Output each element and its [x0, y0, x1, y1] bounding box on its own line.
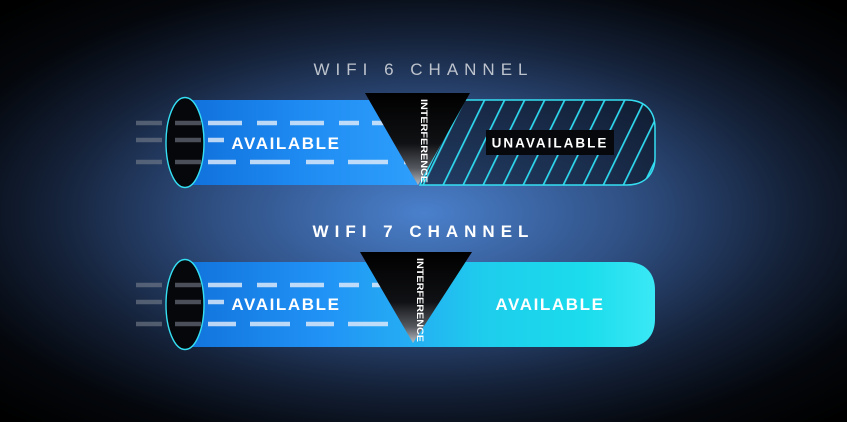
wifi7-available-right-label: AVAILABLE: [495, 295, 604, 314]
wifi6-interference-wedge-icon: [365, 93, 470, 185]
wifi7-interference-wedge-icon: [360, 252, 472, 343]
channel-opening-icon: [165, 96, 205, 189]
wifi6-available-label: AVAILABLE: [231, 134, 340, 153]
wifi6-title: WIFI 6 CHANNEL: [313, 60, 534, 79]
wifi6-channel-graphic: INTERFERENCE AVAILABLE UNAVAILABLE: [136, 93, 656, 189]
wifi7-interference-label: INTERFERENCE: [415, 258, 425, 342]
speed-lines-icon: [136, 120, 415, 165]
wifi7-channel-graphic: INTERFERENCE AVAILABLE AVAILABLE: [136, 252, 655, 351]
wifi7-available-left-label: AVAILABLE: [231, 295, 340, 314]
channel-opening-icon: [165, 258, 205, 351]
wifi6-interference-label: INTERFERENCE: [419, 99, 429, 183]
wifi7-title: WIFI 7 CHANNEL: [312, 222, 535, 241]
unavailable-badge: [486, 130, 614, 155]
wifi6-unavailable-label: UNAVAILABLE: [492, 136, 609, 151]
